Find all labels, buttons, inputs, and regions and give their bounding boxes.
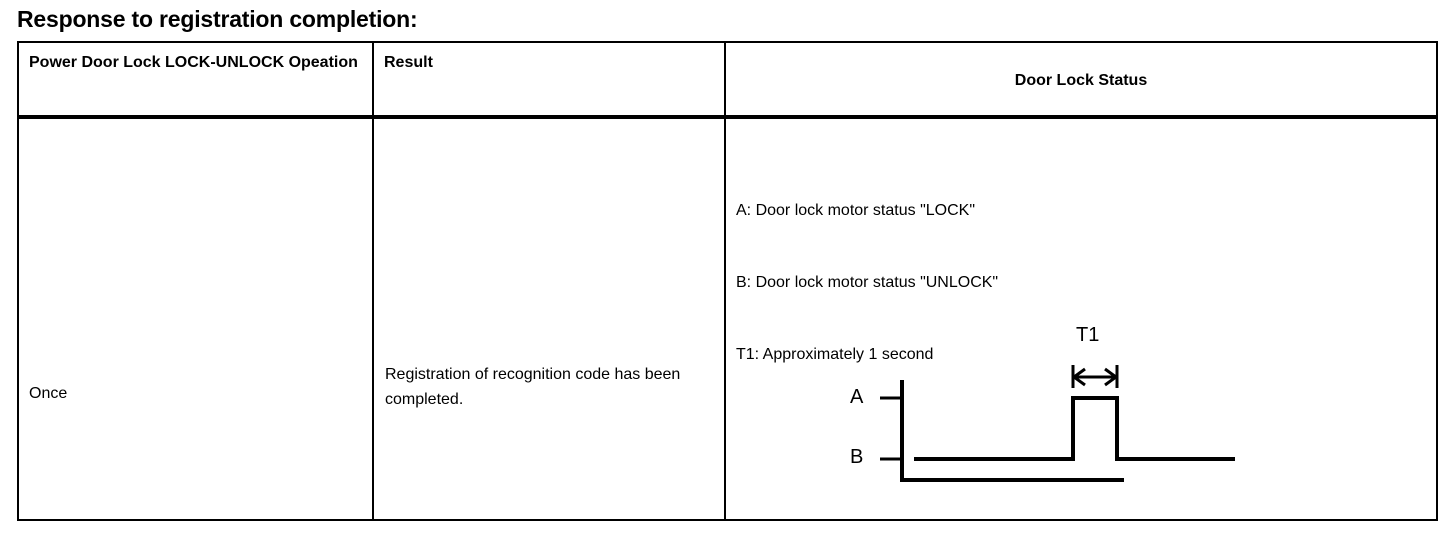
- waveform-trace: [914, 396, 1235, 461]
- t1-interval-label: T1: [1076, 324, 1100, 346]
- legend-line-a: A: Door lock motor status "LOCK": [736, 202, 975, 219]
- door-lock-response-table: Power Door Lock LOCK-UNLOCK Opeation Res…: [17, 41, 1438, 521]
- result-value: Registration of recognition code has bee…: [385, 366, 681, 408]
- waveform-axis-label-b: B: [850, 446, 864, 468]
- timing-waveform-diagram: T1 A B: [836, 322, 1286, 512]
- table-header-row: Power Door Lock LOCK-UNLOCK Opeation Res…: [17, 41, 1438, 117]
- legend-line-b: B: Door lock motor status "UNLOCK": [736, 274, 999, 291]
- cell-operation: Once: [17, 115, 374, 521]
- cell-result: Registration of recognition code has bee…: [372, 115, 726, 521]
- column-header-operation: Power Door Lock LOCK-UNLOCK Opeation: [17, 41, 374, 117]
- table-row: Once Registration of recognition code ha…: [17, 115, 1438, 521]
- waveform-axis-label-a: A: [850, 386, 864, 408]
- page-title: Response to registration completion:: [17, 6, 418, 32]
- legend-line-t1: T1: Approximately 1 second: [736, 346, 934, 363]
- spec-table-wrapper: Power Door Lock LOCK-UNLOCK Opeation Res…: [17, 41, 1438, 521]
- header-body-double-rule: [17, 117, 1436, 119]
- status-legend: A: Door lock motor status "LOCK" B: Door…: [736, 151, 998, 415]
- column-header-operation-label: Power Door Lock LOCK-UNLOCK Opeation: [29, 54, 358, 71]
- column-header-result-label: Result: [384, 54, 433, 71]
- t1-arrow-head-left: [1071, 367, 1086, 387]
- operation-value: Once: [29, 385, 68, 402]
- column-header-door-lock-status: Door Lock Status: [724, 41, 1438, 117]
- t1-arrow-head-right: [1104, 367, 1119, 387]
- cell-door-lock-status: A: Door lock motor status "LOCK" B: Door…: [724, 115, 1438, 521]
- column-header-result: Result: [372, 41, 726, 117]
- waveform-svg: [880, 365, 1235, 482]
- column-header-door-lock-status-label: Door Lock Status: [1014, 72, 1148, 89]
